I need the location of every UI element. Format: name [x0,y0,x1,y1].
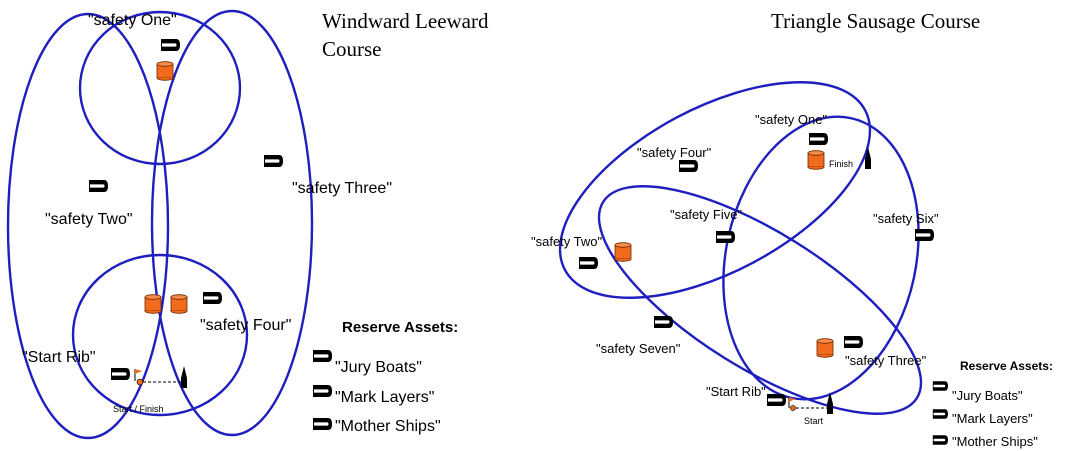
label-start-finish: Start / Finish [113,404,164,414]
windward-mark-loop [78,10,242,166]
safety-boat-icon [915,229,934,241]
label-finish: Finish [829,159,853,169]
committee-boat-icon [181,366,187,388]
label-safety-one: "safety One" [88,12,177,29]
reserve-item: "Mother Ships" [335,418,441,435]
reserve-assets-left: Reserve Assets: "Jury Boats" "Mark Layer… [313,319,458,435]
label-start-rib: "Start Rib" [706,384,766,399]
label-safety-three: "safety Three" [845,353,927,368]
mark-buoy-icon [156,61,174,81]
reserve-assets-right: Reserve Assets: "Jury Boats" "Mark Layer… [932,359,1053,449]
label-start-rib: "Start Rib" [22,349,96,366]
triangle-sausage-course: Triangle Sausage Course "safety One" [531,9,1053,449]
reserve-item: "Jury Boats" [952,388,1023,403]
reserve-item: "Mother Ships" [952,434,1038,449]
safety-boat-icon [203,292,222,304]
label-safety-one: "safety One" [755,112,827,127]
reserve-item: "Mark Layers" [952,411,1033,426]
mark-buoy-icon [170,294,188,314]
windward-leeward-course: Windward Leeward Course "safety One" "sa… [6,9,489,440]
leeward-gate-loop [71,253,249,417]
course-loop-right [150,9,314,437]
windward-title-line2: Course [322,37,382,61]
reserve-item: "Mark Layers" [335,389,434,406]
mark-buoy-icon [144,294,162,314]
label-safety-three: "safety Three" [292,180,392,197]
safety-boat-icon [809,133,828,145]
mark-buoy-icon [614,242,632,262]
safety-boat-icon [111,368,130,380]
course-loop-left [6,12,170,440]
course-loop-upper [558,81,872,299]
label-safety-six: "safety Six" [873,211,939,226]
reserve-heading: Reserve Assets: [342,319,458,336]
safety-boat-icon [716,231,735,243]
reserve-item: "Jury Boats" [335,359,422,376]
start-line [788,392,833,414]
start-flag-icon [789,397,795,402]
safety-boat-icon [161,39,180,51]
label-safety-four: "safety Four" [200,317,291,334]
start-flag-icon [135,369,142,374]
safety-boat-icon [264,155,283,167]
safety-boat-icon [654,316,673,328]
label-start: Start [804,416,824,426]
safety-boat-icon [932,381,948,391]
safety-boat-icon [932,409,948,419]
label-safety-two: "safety Two" [45,211,133,228]
reserve-heading: Reserve Assets: [960,359,1053,373]
windward-title-line1: Windward Leeward [322,9,489,33]
mark-buoy-icon [807,150,825,170]
label-safety-four: "safety Four" [637,145,712,160]
label-safety-five: "safety Five" [670,207,742,222]
label-safety-seven: "safety Seven" [596,341,681,356]
safety-boat-icon [313,350,332,362]
safety-boat-icon [89,180,108,192]
safety-boat-icon [767,394,786,406]
start-line [134,366,187,388]
safety-boat-icon [679,160,698,172]
safety-boat-icon [579,257,598,269]
triangle-title: Triangle Sausage Course [771,9,980,33]
safety-boat-icon [844,336,863,348]
safety-boat-icon [313,385,332,397]
mark-buoy-icon [816,338,834,358]
label-safety-two: "safety Two" [531,234,603,249]
course-loop-lower [597,185,923,415]
safety-boat-icon [313,418,332,430]
safety-boat-icon [932,435,948,445]
